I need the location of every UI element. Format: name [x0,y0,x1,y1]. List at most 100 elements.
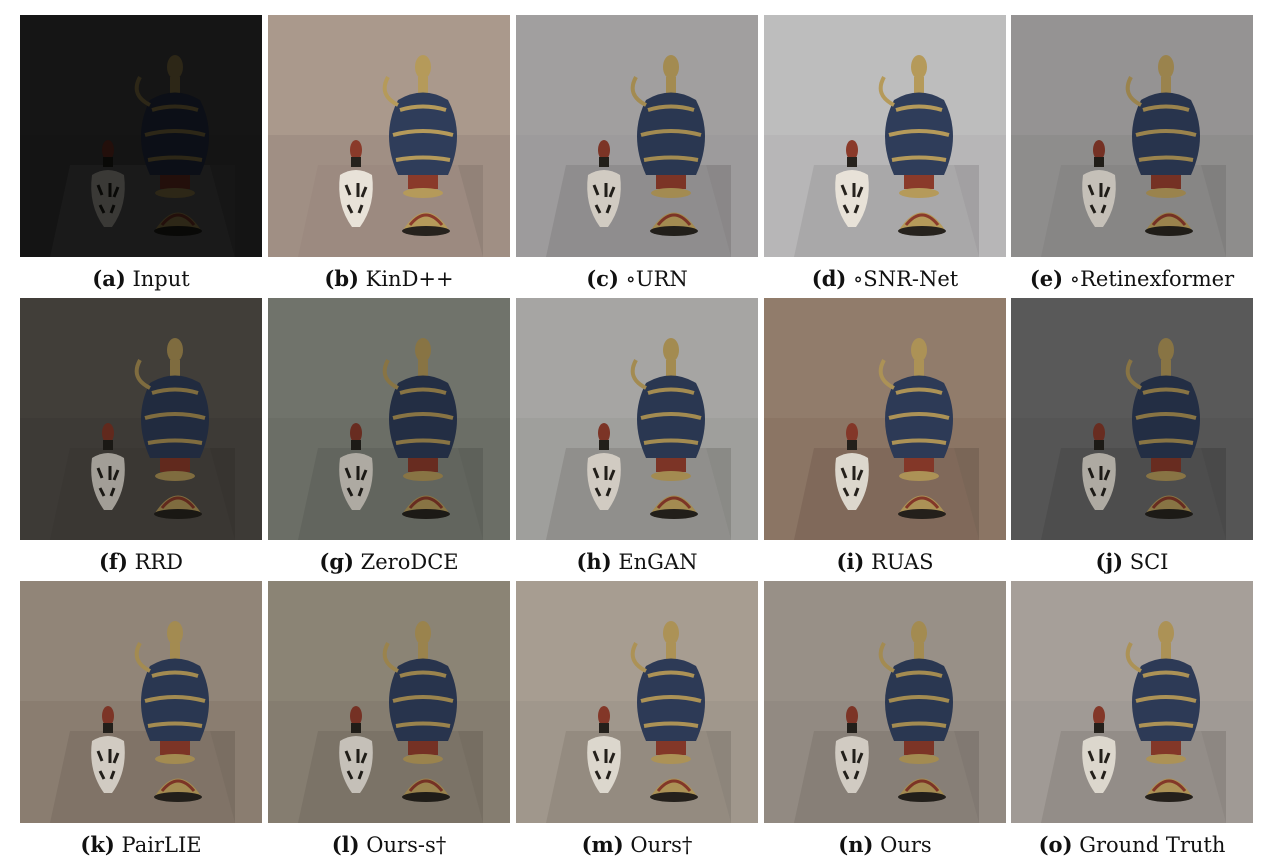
lid-bowl [1145,778,1193,802]
panel-image [268,298,510,540]
small-vase [91,423,125,510]
lid-bowl [1145,495,1193,519]
figure-panel: (b) KinD++ [268,15,510,291]
panel-letter: (d) [811,266,847,291]
panel-image [516,15,758,257]
panel-caption: (b) KinD++ [248,265,530,293]
lid-bowl [650,212,698,236]
panel-label: EnGAN [618,550,698,574]
panel-image [20,15,262,257]
panel-label: Ground Truth [1079,833,1226,857]
large-ewer [1125,621,1200,764]
figure-panel: (d) ∘SNR-Net [764,15,1006,291]
panel-label: Ours [880,833,932,857]
panel-image [268,581,510,823]
panel-letter: (a) [92,266,126,291]
panel-caption: (d) ∘SNR-Net [744,265,1026,293]
panel-letter: (j) [1095,549,1124,574]
small-vase [1082,706,1116,793]
panel-label: RUAS [871,550,934,574]
panel-letter: (i) [836,549,865,574]
figure-panel: (o) Ground Truth [1011,581,1253,857]
figure-panel: (g) ZeroDCE [268,298,510,574]
small-vase [91,140,125,227]
panel-caption: (m) Ours† [496,831,778,859]
panel-caption: (j) SCI [991,548,1270,576]
figure-panel: (l) Ours-s† [268,581,510,857]
small-vase [1082,423,1116,510]
panel-caption: (c) ∘URN [496,265,778,293]
small-vase [587,423,621,510]
figure-row: (f) RRD (g) ZeroDCE (h) EnGAN (i) RUAS (j) S… [20,298,1253,581]
panel-letter: (g) [319,549,354,574]
large-ewer [878,55,953,198]
figure-panel: (a) Input [20,15,262,291]
figure-panel: (m) Ours† [516,581,758,857]
lid-bowl [154,495,202,519]
lid-bowl [402,495,450,519]
large-ewer [134,338,209,481]
small-vase [339,140,373,227]
panel-letter: (o) [1038,832,1073,857]
small-vase [91,706,125,793]
panel-image [516,298,758,540]
figure-panel: (i) RUAS [764,298,1006,574]
figure-panel: (c) ∘URN [516,15,758,291]
figure-row: (k) PairLIE(l) Ours-s†(m) Ours†(n) Ours(… [20,581,1253,864]
panel-image [20,581,262,823]
panel-label: SCI [1129,550,1169,574]
panel-image [764,15,1006,257]
figure-grid: (a) Input(b) KinD++(c) ∘URN(d) ∘SNR-Net(… [20,15,1253,864]
figure-panel: (e) ∘Retinexformer [1011,15,1253,291]
panel-image [1011,298,1253,540]
lid-bowl [402,778,450,802]
panel-caption: (e) ∘Retinexformer [991,265,1270,293]
panel-label: Input [132,267,190,291]
large-ewer [630,621,705,764]
large-ewer [630,55,705,198]
panel-label: RRD [134,550,184,574]
lid-bowl [898,212,946,236]
panel-caption: (k) PairLIE [0,831,282,859]
panel-letter: (l) [331,832,360,857]
lid-bowl [154,778,202,802]
panel-image [764,298,1006,540]
panel-caption: (o) Ground Truth [991,831,1270,859]
large-ewer [134,621,209,764]
panel-letter: (e) [1029,266,1064,291]
panel-caption: (g) ZeroDCE [248,548,530,576]
large-ewer [382,55,457,198]
small-vase [339,423,373,510]
panel-label: ∘SNR-Net [853,267,959,291]
large-ewer [878,338,953,481]
lid-bowl [402,212,450,236]
large-ewer [1125,55,1200,198]
panel-label: ∘URN [625,267,688,291]
panel-letter: (f) [98,549,128,574]
panel-letter: (k) [80,832,115,857]
figure-panel: (k) PairLIE [20,581,262,857]
lid-bowl [898,495,946,519]
panel-letter: (n) [838,832,874,857]
lid-bowl [898,778,946,802]
large-ewer [382,338,457,481]
lid-bowl [1145,212,1193,236]
panel-letter: (c) [586,266,619,291]
panel-image [516,581,758,823]
panel-caption: (a) Input [0,265,282,293]
panel-label: Ours† [630,833,693,857]
small-vase [587,140,621,227]
panel-image [268,15,510,257]
panel-image [1011,581,1253,823]
panel-letter: (b) [324,266,359,291]
panel-letter: (m) [581,832,624,857]
panel-image [764,581,1006,823]
small-vase [835,706,869,793]
large-ewer [878,621,953,764]
lid-bowl [154,212,202,236]
panel-image [20,298,262,540]
panel-caption: (f) RRD [0,548,282,576]
large-ewer [134,55,209,198]
panel-label: ∘Retinexformer [1069,267,1235,291]
panel-letter: (h) [576,549,612,574]
